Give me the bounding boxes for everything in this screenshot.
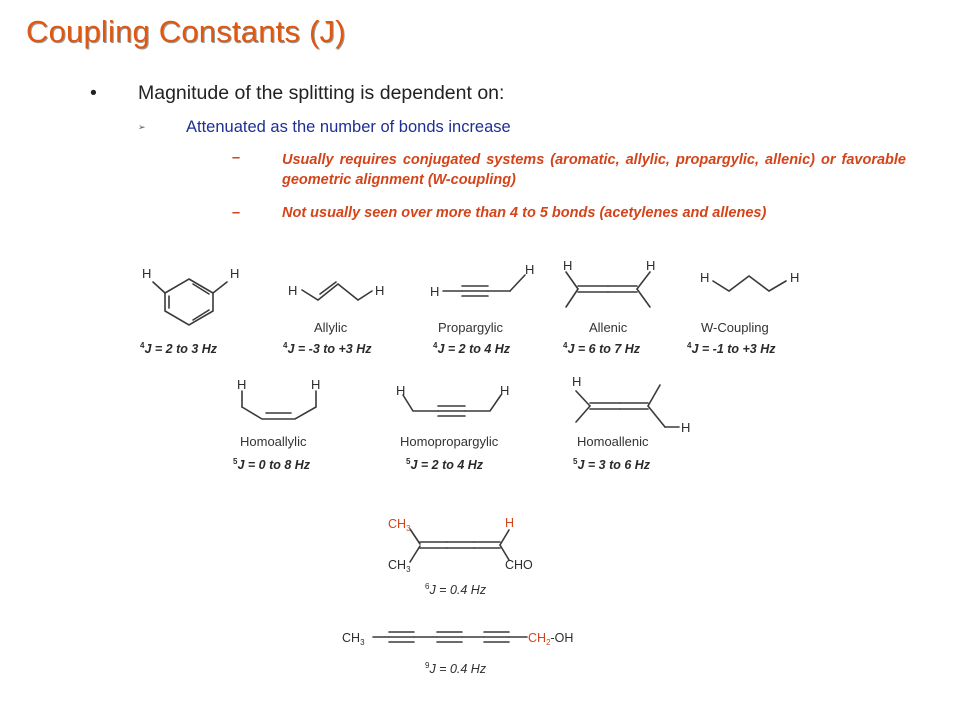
benzene-ring <box>164 278 214 326</box>
sub-bullet-text: Attenuated as the number of bonds increa… <box>186 118 511 136</box>
atom-label-h: H <box>505 516 514 530</box>
bullet-dot-icon: • <box>90 82 97 104</box>
dash-bullet-icon: – <box>232 205 241 221</box>
atom-label-h: H <box>500 383 509 398</box>
atom-label-h: H <box>790 270 799 285</box>
coupling-constant: 5J = 0 to 8 Hz <box>233 457 311 472</box>
arrow-bullet-icon: ➢ <box>138 122 146 132</box>
atom-label-cho: CHO <box>505 558 533 572</box>
atom-label-h: H <box>572 374 581 389</box>
atom-label-h: H <box>700 270 709 285</box>
coupling-constant: 4J = 2 to 3 Hz <box>140 341 218 356</box>
structure-name: Allenic <box>589 320 628 335</box>
structure-name: Propargylic <box>438 320 504 335</box>
coupling-constant: 4J = 6 to 7 Hz <box>563 341 641 356</box>
coupling-constant: 6J = 0.4 Hz <box>425 582 487 597</box>
structure-name: Homoallenic <box>577 434 649 449</box>
slide-title: Coupling Constants (J) <box>26 14 346 49</box>
atom-label-h: H <box>525 262 534 277</box>
atom-label-h: H <box>311 377 320 392</box>
dash-bullet-icon: – <box>232 150 241 166</box>
atom-label-h: H <box>237 377 246 392</box>
atom-label-h: H <box>396 383 405 398</box>
coupling-constant: 4J = -3 to +3 Hz <box>283 341 372 356</box>
atom-label-ch2oh: CH2-OH <box>528 631 573 647</box>
atom-label-h: H <box>430 284 439 299</box>
atom-label-h: H <box>681 420 690 435</box>
atom-label-h: H <box>375 283 384 298</box>
detail-point-2-text: Not usually seen over more than 4 to 5 b… <box>282 205 767 221</box>
atom-label-ch3: CH3 <box>342 631 365 647</box>
coupling-constant: 9J = 0.4 Hz <box>425 661 487 676</box>
atom-label-ch3: CH3 <box>388 517 411 533</box>
atom-label-h: H <box>563 258 572 273</box>
atom-label-h: H <box>142 266 151 281</box>
atom-label-ch3: CH3 <box>388 558 411 574</box>
structure-name: Homoallylic <box>240 434 307 449</box>
atom-label-h: H <box>288 283 297 298</box>
coupling-constant: 5J = 2 to 4 Hz <box>406 457 484 472</box>
coupling-constant: 5J = 3 to 6 Hz <box>573 457 651 472</box>
coupling-constant: 4J = 2 to 4 Hz <box>433 341 511 356</box>
structure-name: Allylic <box>314 320 348 335</box>
atom-label-h: H <box>230 266 239 281</box>
atom-label-h: H <box>646 258 655 273</box>
structure-name: W-Coupling <box>701 320 769 335</box>
detail-point-1-text: Usually requires conjugated systems (aro… <box>282 152 906 188</box>
structure-name: Homopropargylic <box>400 434 499 449</box>
bullet-text: Magnitude of the splitting is dependent … <box>138 82 505 104</box>
coupling-constant: 4J = -1 to +3 Hz <box>687 341 776 356</box>
